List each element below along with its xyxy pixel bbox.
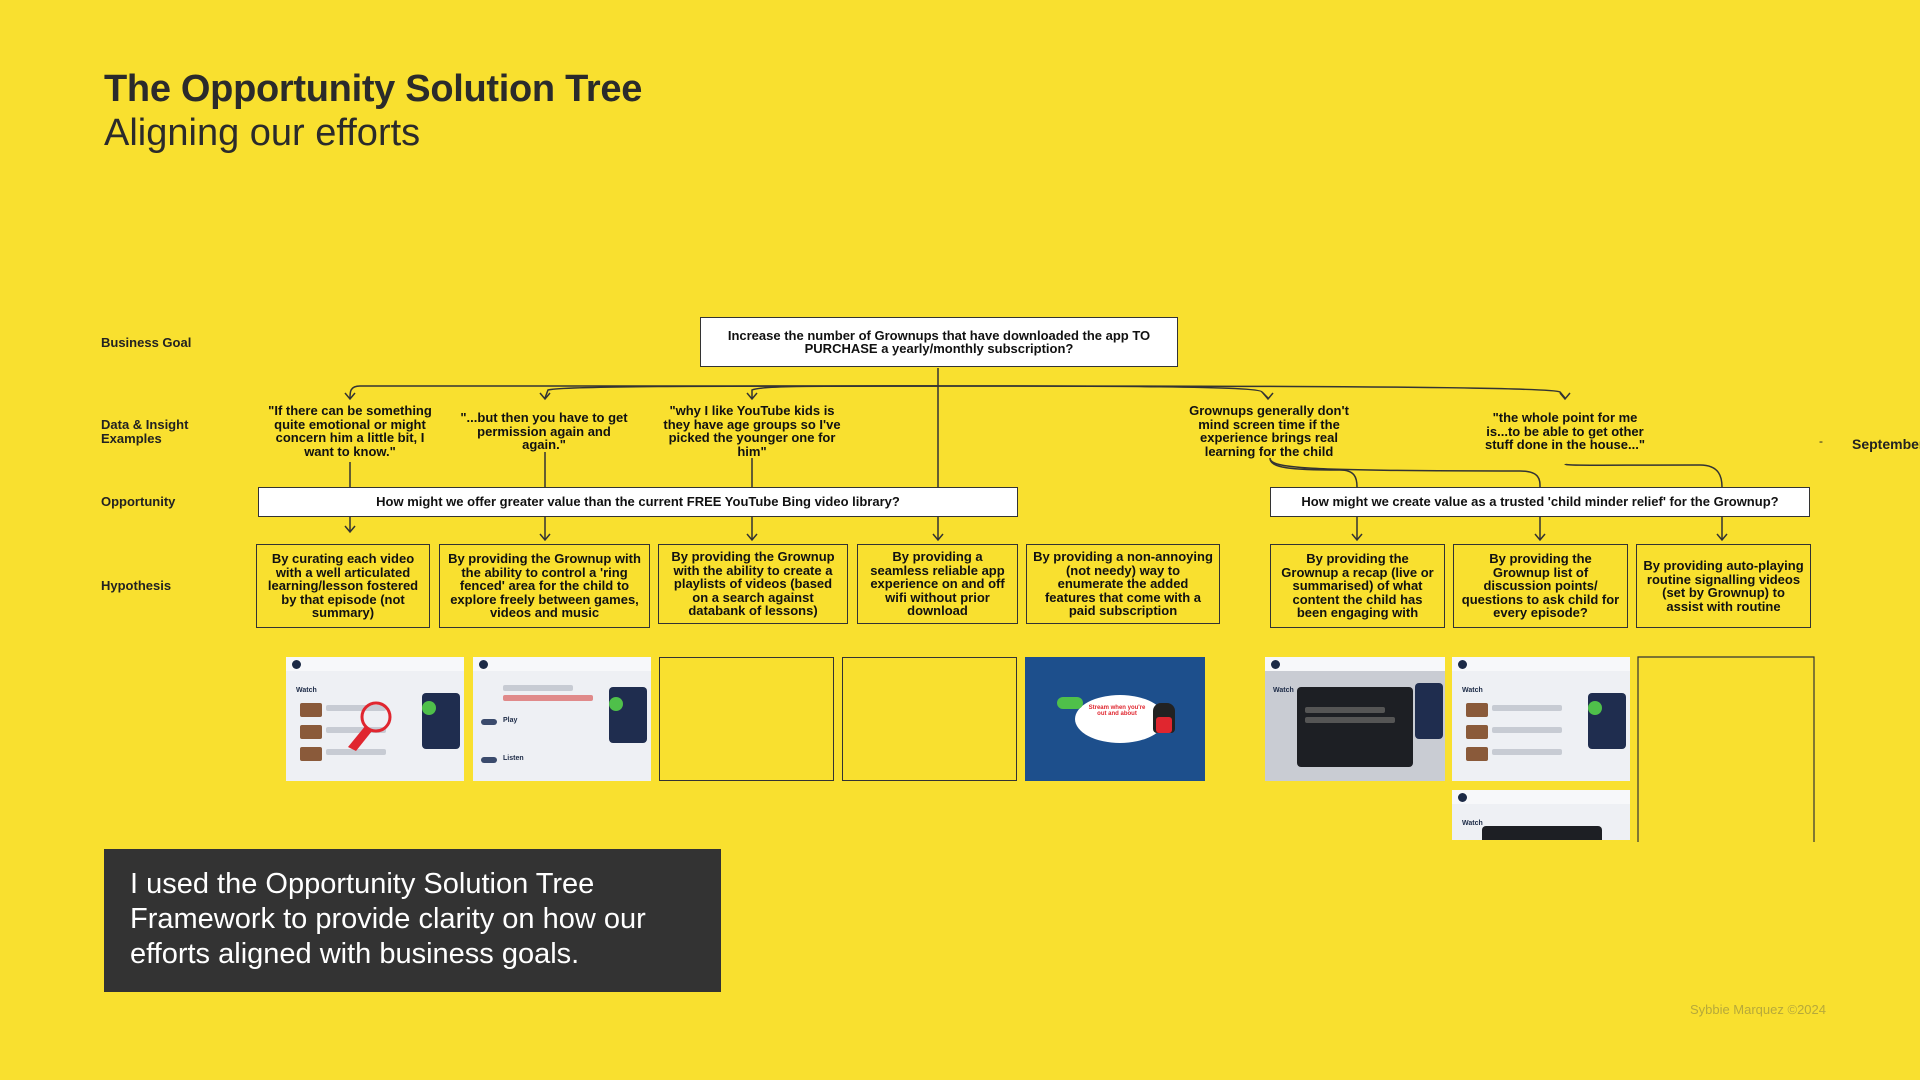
row-label-business-goal: Business Goal	[101, 335, 192, 350]
callout-summary: I used the Opportunity Solution Tree Fra…	[104, 849, 721, 992]
arrow-hyp-6	[1351, 533, 1363, 542]
connector-goal-to-insight-4	[937, 385, 1269, 399]
mockup-watch-list: Watch	[1452, 657, 1630, 781]
page-subtitle: Aligning our efforts	[104, 112, 421, 154]
arrow-insight-4	[1262, 392, 1274, 401]
hypothesis-box-1: By curating each video with a well artic…	[256, 544, 430, 628]
edge-label-september: September	[1852, 436, 1920, 452]
hypothesis-box-8: By providing auto-playing routine signal…	[1636, 544, 1811, 628]
connector-insight-4-opp2-b	[1269, 457, 1541, 488]
page-title: The Opportunity Solution Tree	[104, 68, 643, 110]
arrow-hyp-3	[746, 533, 758, 542]
connector-goal-to-insight-1	[349, 385, 938, 399]
arrow-insight-1	[344, 392, 356, 401]
mockup-watch-highlight: Watch	[286, 657, 464, 781]
insight-quote-1: "If there can be something quite emotion…	[268, 403, 432, 459]
mockup-placeholder-4	[842, 657, 1017, 781]
hypothesis-box-2: By providing the Grownup with the abilit…	[439, 544, 650, 628]
opportunity-box-1: How might we offer greater value than th…	[258, 487, 1018, 517]
hypothesis-box-5: By providing a non-annoying (not needy) …	[1026, 544, 1220, 624]
mockup-play-listen: Play Listen	[473, 657, 651, 781]
mockup-watch-dark: Watch	[1452, 790, 1630, 840]
insight-quote-4: Grownups generally don't mind screen tim…	[1189, 403, 1349, 459]
hypothesis-box-3: By providing the Grownup with the abilit…	[658, 544, 848, 624]
opportunity-box-2: How might we create value as a trusted '…	[1270, 487, 1810, 517]
mockup-recap-overlay: Watch	[1265, 657, 1445, 781]
row-label-data-insight: Data & Insight Examples	[101, 417, 189, 446]
arrow-insight-2	[539, 392, 551, 401]
edge-dash: -	[1819, 434, 1823, 448]
arrow-insight-3	[746, 392, 758, 401]
mockup-stream-promo: Stream when you're out and about	[1025, 657, 1205, 781]
mockup-placeholder-3	[659, 657, 834, 781]
arrow-hyp-7	[1534, 533, 1546, 542]
insight-quote-5: "the whole point for me is...to be able …	[1485, 410, 1645, 452]
arrow-hyp-2	[539, 533, 551, 542]
insight-quote-3: "why I like YouTube kids is they have ag…	[663, 403, 841, 459]
mockup-placeholder-8	[1637, 656, 1815, 842]
connector-goal-to-insight-5	[937, 385, 1566, 399]
row-label-opportunity: Opportunity	[101, 494, 176, 509]
arrow-hyp-8	[1716, 533, 1728, 542]
row-label-hypothesis: Hypothesis	[101, 578, 172, 593]
hypothesis-box-6: By providing the Grownup a recap (live o…	[1270, 544, 1445, 628]
footer-credit: Sybbie Marquez ©2024	[1689, 1002, 1826, 1017]
arrow-insight-5	[1559, 392, 1571, 401]
connector-insight-4-opp2-a	[1269, 457, 1358, 488]
connector-insight-5-opp2	[1564, 463, 1723, 488]
connector-goal-to-insight-3	[751, 385, 939, 398]
business-goal-box: Increase the number of Grownups that hav…	[700, 317, 1178, 367]
hypothesis-box-4: By providing a seamless reliable app exp…	[857, 544, 1018, 624]
insight-quote-2: "...but then you have to get permission …	[460, 410, 628, 452]
connector-goal-to-insight-2	[544, 385, 939, 399]
arrow-hyp-1	[344, 525, 356, 534]
arrow-hyp-4	[932, 533, 944, 542]
hypothesis-box-7: By providing the Grownup list of discuss…	[1453, 544, 1628, 628]
